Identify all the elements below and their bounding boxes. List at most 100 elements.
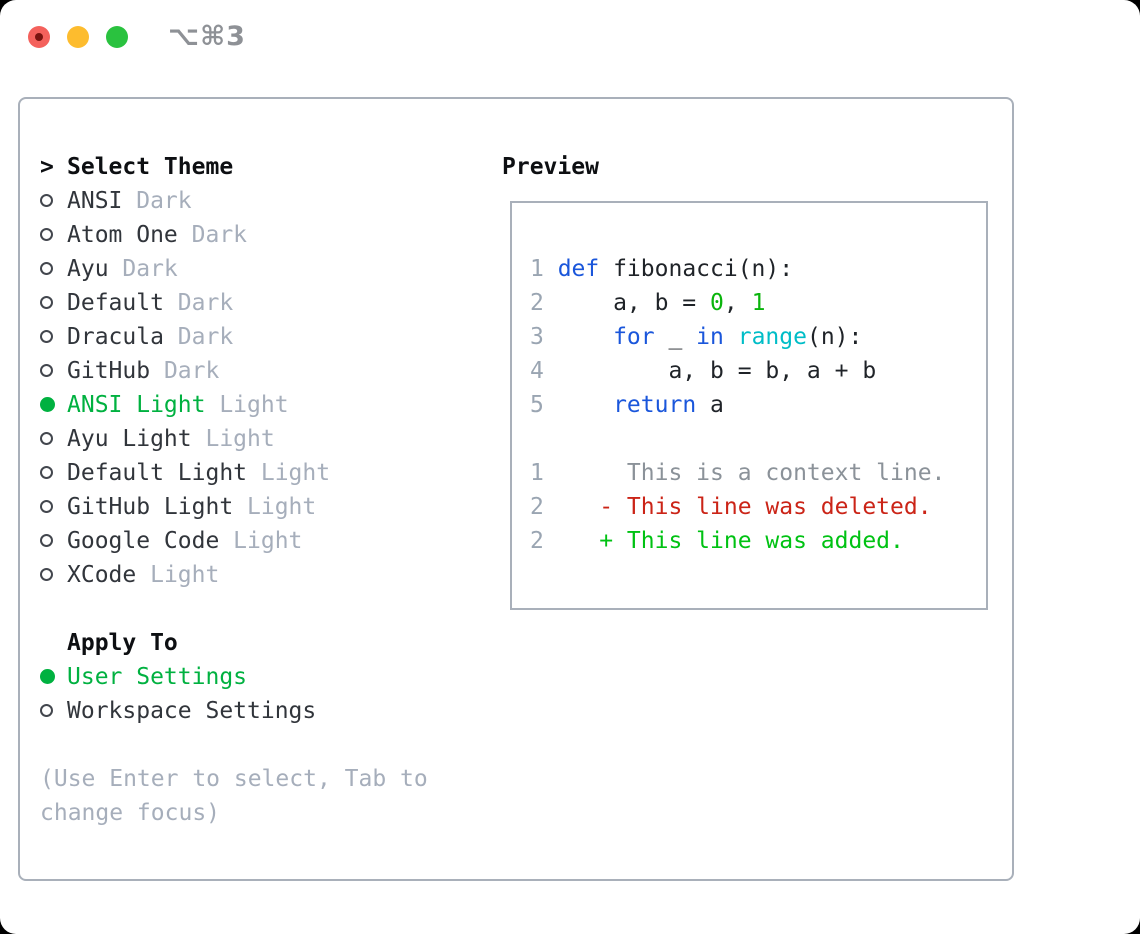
line-number: 2 bbox=[530, 528, 544, 554]
code-token-kw: for bbox=[613, 324, 655, 350]
radio-icon[interactable] bbox=[40, 456, 67, 490]
theme-variant-label: Dark bbox=[136, 188, 192, 214]
code-token-lit: 1 bbox=[751, 290, 766, 316]
theme-option[interactable]: ANSI Dark bbox=[40, 184, 480, 218]
code-token-plain: fibonacci(n): bbox=[599, 256, 794, 282]
code-token-plain bbox=[558, 392, 613, 418]
option-label: User Settings bbox=[67, 664, 248, 690]
selected-dot-icon bbox=[40, 397, 55, 412]
code-token-del: - This line was deleted. bbox=[557, 494, 932, 520]
traffic-lights bbox=[28, 26, 128, 48]
theme-option[interactable]: GitHub Dark bbox=[40, 354, 480, 388]
code-line: 4 a, b = b, a + b bbox=[530, 354, 945, 388]
code-token-plain: , bbox=[723, 290, 752, 316]
line-number: 2 bbox=[530, 494, 544, 520]
code-token-plain bbox=[724, 324, 738, 350]
option-label: GitHub bbox=[67, 358, 151, 384]
radio-icon[interactable] bbox=[40, 320, 67, 354]
theme-variant-label: Light bbox=[150, 562, 220, 588]
code-token-plain: a, b = b, a + b bbox=[557, 358, 877, 384]
unselected-ring-icon bbox=[40, 296, 53, 309]
code-line: 5 return a bbox=[530, 388, 945, 422]
theme-variant-label: Light bbox=[233, 528, 303, 554]
selected-dot-icon bbox=[40, 669, 55, 684]
minimize-button[interactable] bbox=[67, 26, 89, 48]
line-number: 1 bbox=[530, 256, 544, 282]
option-label: Default Light bbox=[67, 460, 248, 486]
code-token-add: + This line was added. bbox=[557, 528, 904, 554]
radio-icon[interactable] bbox=[40, 558, 67, 592]
radio-icon[interactable] bbox=[40, 524, 67, 558]
radio-icon[interactable] bbox=[40, 218, 67, 252]
theme-list-title: Select Theme bbox=[67, 154, 234, 180]
apply-to-header: Apply To bbox=[40, 626, 480, 660]
radio-icon[interactable] bbox=[40, 490, 67, 524]
code-token-plain: a bbox=[696, 392, 724, 418]
code-line: 3 for _ in range(n): bbox=[530, 320, 945, 354]
preview-box: 1 def fibonacci(n): 2 a, b = 0, 1 3 for _ i… bbox=[510, 201, 988, 610]
theme-variant-label: Light bbox=[205, 426, 275, 452]
option-label: Ayu bbox=[67, 256, 109, 282]
code-token-lit: 0 bbox=[710, 290, 724, 316]
code-token-kw: in bbox=[696, 324, 724, 350]
code-line: 2 - This line was deleted. bbox=[530, 490, 945, 524]
hint-line-1: (Use Enter to select, Tab to bbox=[40, 766, 428, 792]
radio-icon[interactable] bbox=[40, 184, 67, 218]
line-number: 5 bbox=[530, 392, 544, 418]
unselected-ring-icon bbox=[40, 704, 53, 717]
theme-option[interactable]: GitHub Light Light bbox=[40, 490, 480, 524]
zoom-button[interactable] bbox=[106, 26, 128, 48]
option-label: Workspace Settings bbox=[67, 698, 317, 724]
radio-icon[interactable] bbox=[40, 286, 67, 320]
radio-icon[interactable] bbox=[40, 422, 67, 456]
unselected-ring-icon bbox=[40, 194, 53, 207]
close-button[interactable] bbox=[28, 26, 50, 48]
code-token-plain: (n): bbox=[806, 324, 863, 350]
line-number: 2 bbox=[530, 290, 544, 316]
unselected-ring-icon bbox=[40, 330, 53, 343]
unselected-ring-icon bbox=[40, 364, 53, 377]
radio-icon[interactable] bbox=[40, 354, 67, 388]
spacer bbox=[40, 728, 480, 762]
option-label: Atom One bbox=[67, 222, 178, 248]
theme-option[interactable]: Atom One Dark bbox=[40, 218, 480, 252]
theme-variant-label: Dark bbox=[177, 290, 234, 316]
option-label: Google Code bbox=[67, 528, 220, 554]
option-label: ANSI bbox=[67, 188, 123, 214]
code-line: 1 This is a context line. bbox=[530, 456, 945, 490]
theme-option[interactable]: Google Code Light bbox=[40, 524, 480, 558]
code-token-ctx: This is a context line. bbox=[557, 460, 946, 486]
apply-to-option[interactable]: User Settings bbox=[40, 660, 480, 694]
theme-variant-label: Dark bbox=[163, 358, 220, 384]
line-number: 4 bbox=[530, 358, 544, 384]
radio-icon[interactable] bbox=[40, 694, 67, 728]
apply-to-title: Apply To bbox=[67, 630, 178, 656]
radio-selected-icon[interactable] bbox=[40, 388, 67, 422]
unselected-ring-icon bbox=[40, 534, 53, 547]
theme-variant-label: Dark bbox=[191, 222, 248, 248]
apply-to-option[interactable]: Workspace Settings bbox=[40, 694, 480, 728]
code-preview: 1 def fibonacci(n): 2 a, b = 0, 1 3 for _ i… bbox=[530, 252, 945, 558]
option-label: Dracula bbox=[67, 324, 164, 350]
spacer bbox=[40, 592, 480, 626]
code-token-plain: _ bbox=[654, 324, 697, 350]
radio-selected-icon[interactable] bbox=[40, 660, 67, 694]
theme-variant-label: Light bbox=[247, 494, 317, 520]
code-line: 1 def fibonacci(n): bbox=[530, 252, 945, 286]
unselected-ring-icon bbox=[40, 228, 53, 241]
radio-icon[interactable] bbox=[40, 252, 67, 286]
code-token-plain: a, b = bbox=[557, 290, 711, 316]
option-label: GitHub Light bbox=[67, 494, 234, 520]
code-token-kw: def bbox=[557, 256, 600, 282]
option-label: ANSI Light bbox=[67, 392, 206, 418]
